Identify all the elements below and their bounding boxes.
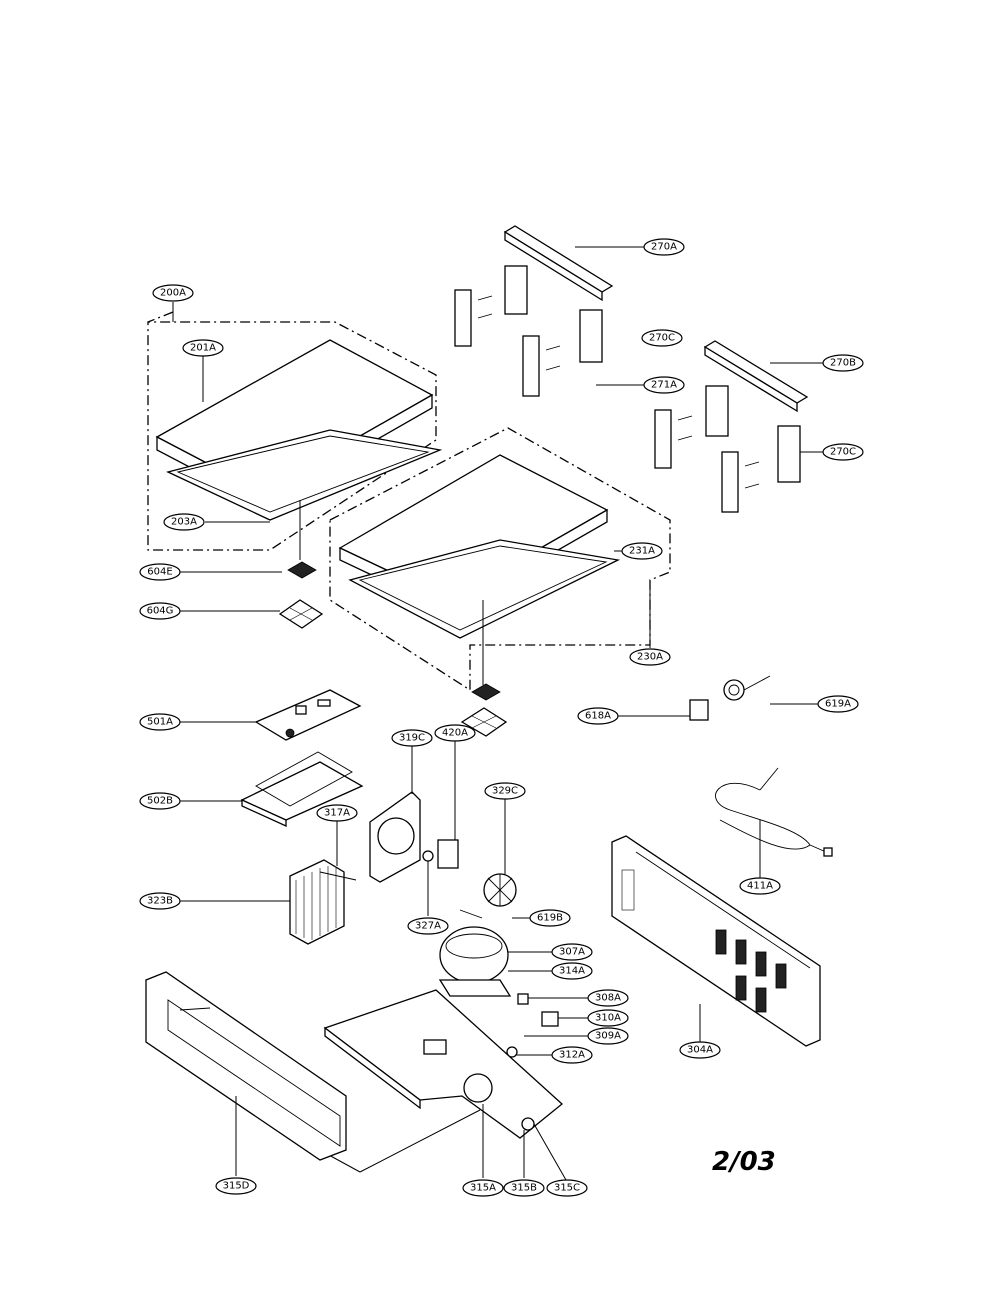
svg-text:315A: 315A (470, 1183, 496, 1194)
label-201A: 201A (182, 339, 224, 357)
label-230A: 230A (629, 648, 671, 666)
door-assembly-200A (147, 311, 443, 560)
svg-text:270B: 270B (830, 358, 856, 369)
label-270A: 270A (643, 238, 685, 256)
svg-text:312A: 312A (559, 1050, 585, 1061)
label-604E: 604E (139, 563, 181, 581)
label-619B: 619B (529, 909, 571, 927)
label-501A: 501A (139, 713, 181, 731)
svg-text:231A: 231A (629, 546, 655, 557)
label-270B: 270B (822, 354, 864, 372)
rear-panel (611, 835, 821, 1047)
condenser-coil (289, 859, 357, 945)
compressor (438, 926, 559, 1058)
label-315C: 315C (546, 1179, 588, 1197)
svg-text:304A: 304A (687, 1045, 713, 1056)
label-327A: 327A (407, 917, 449, 935)
svg-text:315B: 315B (511, 1183, 537, 1194)
svg-text:619B: 619B (537, 913, 563, 924)
svg-text:319C: 319C (399, 733, 425, 744)
svg-text:329C: 329C (492, 786, 518, 797)
label-619A: 619A (817, 695, 859, 713)
label-310A: 310A (587, 1009, 629, 1027)
label-317A: 317A (316, 804, 358, 822)
svg-text:201A: 201A (190, 343, 216, 354)
label-203A: 203A (163, 513, 205, 531)
svg-text:270C: 270C (649, 333, 675, 344)
label-315B: 315B (503, 1179, 545, 1197)
svg-text:420A: 420A (442, 728, 468, 739)
hinge-set-lower (654, 340, 809, 513)
label-270C-lower: 270C (822, 443, 864, 461)
label-420A: 420A (434, 724, 476, 742)
label-309A: 309A (587, 1027, 629, 1045)
svg-text:203A: 203A (171, 517, 197, 528)
page-code: 2/03 (712, 1147, 776, 1177)
svg-text:307A: 307A (559, 947, 585, 958)
label-315D: 315D (215, 1177, 257, 1195)
door-assembly-230A (329, 427, 671, 692)
svg-text:308A: 308A (595, 993, 621, 1004)
label-329C: 329C (484, 782, 526, 800)
label-323B: 323B (139, 892, 181, 910)
svg-text:314A: 314A (559, 966, 585, 977)
svg-text:315C: 315C (554, 1183, 580, 1194)
svg-text:604G: 604G (147, 606, 174, 617)
label-314A: 314A (551, 962, 593, 980)
label-304A: 304A (679, 1041, 721, 1059)
label-604G: 604G (139, 602, 181, 620)
svg-text:315D: 315D (223, 1181, 250, 1192)
svg-text:411A: 411A (747, 881, 773, 892)
svg-text:270C: 270C (830, 447, 856, 458)
svg-text:200A: 200A (160, 288, 186, 299)
svg-text:230A: 230A (637, 652, 663, 663)
svg-text:618A: 618A (585, 711, 611, 722)
svg-text:310A: 310A (595, 1013, 621, 1024)
svg-text:604E: 604E (147, 567, 172, 578)
label-307A: 307A (551, 943, 593, 961)
svg-text:317A: 317A (324, 808, 350, 819)
svg-text:502B: 502B (147, 796, 173, 807)
label-308A: 308A (587, 989, 629, 1007)
svg-text:270A: 270A (651, 242, 677, 253)
power-cord (715, 767, 833, 857)
label-315A: 315A (462, 1179, 504, 1197)
label-271A: 271A (643, 376, 685, 394)
label-231A: 231A (621, 542, 663, 560)
base-plate (315, 989, 563, 1173)
switch-and-timer (689, 675, 771, 721)
label-618A: 618A (577, 707, 619, 725)
label-411A: 411A (739, 877, 781, 895)
label-270C-upper: 270C (641, 329, 683, 347)
hinge-set-upper (454, 225, 614, 397)
leader-lines (172, 246, 823, 1181)
fan-assembly (369, 791, 517, 919)
svg-text:619A: 619A (825, 699, 851, 710)
svg-text:327A: 327A (415, 921, 441, 932)
label-502B: 502B (139, 792, 181, 810)
front-grille (145, 971, 347, 1161)
svg-text:501A: 501A (147, 717, 173, 728)
label-312A: 312A (551, 1046, 593, 1064)
svg-text:271A: 271A (651, 380, 677, 391)
svg-text:323B: 323B (147, 896, 173, 907)
spacer-blocks (278, 561, 508, 737)
label-200A: 200A (152, 284, 194, 302)
control-board (240, 689, 364, 828)
svg-text:309A: 309A (595, 1031, 621, 1042)
label-319C: 319C (391, 729, 433, 747)
